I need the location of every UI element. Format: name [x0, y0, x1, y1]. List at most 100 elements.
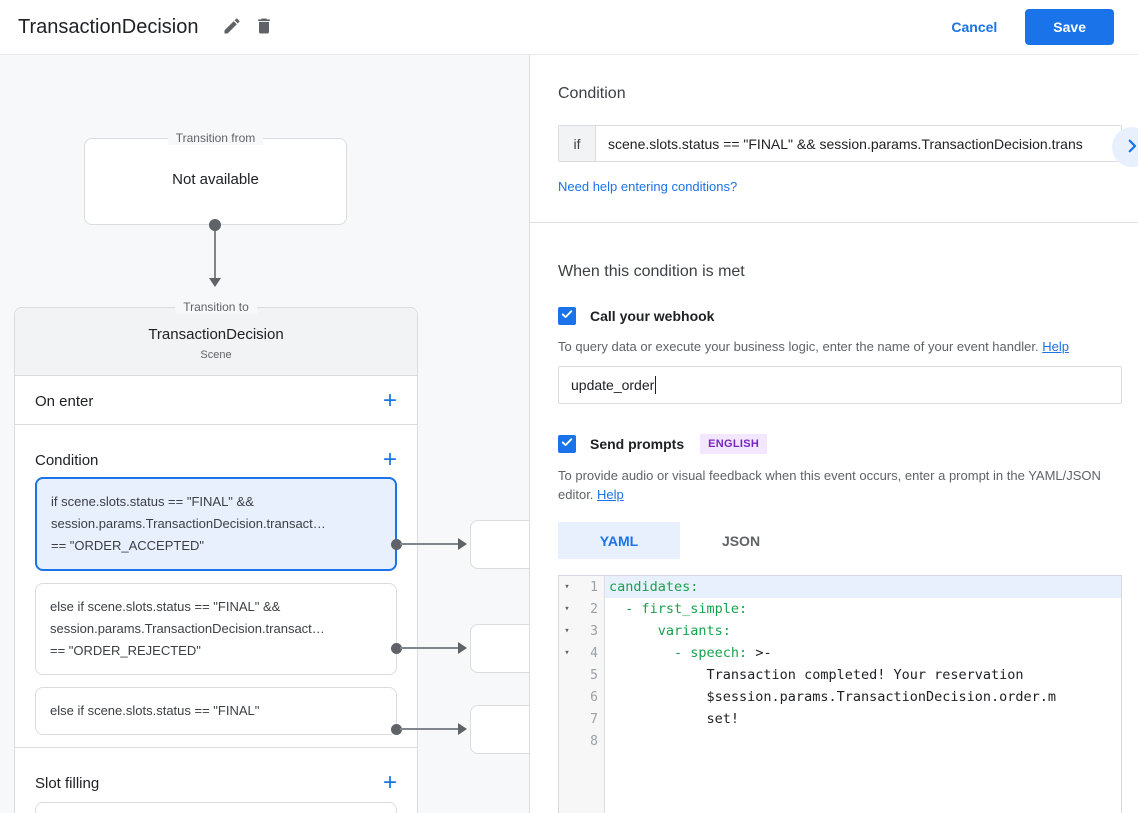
transition-target-box[interactable] — [470, 705, 529, 754]
yaml-text-token — [609, 623, 658, 639]
tab-yaml[interactable]: YAML — [558, 522, 680, 559]
slot-filling-label: Slot filling — [35, 774, 100, 792]
yaml-key-token: - first_simple: — [625, 601, 748, 617]
checkmark-icon — [560, 307, 574, 326]
gutter-row: ▾2 — [559, 598, 604, 620]
fold-arrow-icon[interactable]: ▾ — [564, 604, 570, 614]
transition-to-legend: Transition to — [175, 300, 257, 314]
chevron-right-icon — [1123, 137, 1138, 158]
if-prefix-label: if — [559, 126, 596, 161]
scene-diagram-canvas: Transition from Not available Transition… — [0, 55, 530, 813]
panel-condition-heading: Condition — [558, 85, 626, 102]
line-number: 1 — [590, 579, 598, 595]
connector-dot — [209, 219, 221, 231]
condition-card-line: == "ORDER_REJECTED" — [50, 643, 201, 658]
send-prompts-checkbox[interactable] — [558, 435, 576, 453]
gutter-row: ▾3 — [559, 620, 604, 642]
add-condition-button[interactable]: + — [382, 446, 397, 473]
on-enter-label: On enter — [35, 392, 94, 410]
transition-target-box[interactable] — [470, 520, 529, 569]
save-button[interactable]: Save — [1025, 9, 1114, 45]
condition-expression-row: if scene.slots.status == "FINAL" && sess… — [558, 125, 1122, 162]
connector-line — [400, 543, 462, 545]
gutter-row: 5 — [559, 664, 604, 686]
gutter-row: 6 — [559, 686, 604, 708]
edit-button[interactable] — [216, 10, 248, 45]
condition-card-line: else if scene.slots.status == "FINAL" — [50, 703, 260, 718]
webhook-helper-text: To query data or execute your business l… — [558, 337, 1118, 356]
add-on-enter-button[interactable]: + — [382, 387, 397, 414]
editor-code-area[interactable]: candidates: - first_simple: variants: - … — [605, 576, 1121, 813]
yaml-text-token: $session.params.TransactionDecision.orde… — [609, 689, 1057, 705]
prompts-helper-body: To provide audio or visual feedback when… — [558, 468, 1101, 502]
condition-expression-input[interactable]: scene.slots.status == "FINAL" && session… — [608, 135, 1083, 152]
tab-json[interactable]: JSON — [680, 522, 802, 559]
condition-card-line: session.params.TransactionDecision.trans… — [50, 621, 325, 636]
connector-arrowhead-icon — [458, 538, 467, 550]
section-divider — [15, 747, 417, 748]
transition-from-box[interactable]: Transition from Not available — [84, 131, 347, 225]
line-number: 8 — [590, 733, 598, 749]
condition-card[interactable]: if scene.slots.status == "FINAL" && sessi… — [35, 477, 397, 571]
call-webhook-checkbox[interactable] — [558, 307, 576, 325]
trash-icon — [254, 16, 274, 39]
connector-dot — [391, 643, 402, 654]
condition-help-link[interactable]: Need help entering conditions? — [558, 179, 738, 194]
yaml-text-token: set! — [609, 711, 740, 727]
scene-name: TransactionDecision — [148, 326, 284, 343]
event-handler-input[interactable]: update_order — [558, 366, 1122, 404]
delete-button[interactable] — [248, 10, 280, 45]
cancel-button[interactable]: Cancel — [951, 19, 998, 35]
condition-card[interactable]: else if scene.slots.status == "FINAL" — [35, 687, 397, 735]
transition-from-legend: Transition from — [167, 131, 264, 145]
scene-header[interactable]: TransactionDecision Scene — [15, 308, 417, 376]
webhook-help-link[interactable]: Help — [1042, 339, 1069, 354]
condition-card-line: if scene.slots.status == "FINAL" && — [51, 494, 254, 509]
condition-label: Condition — [35, 451, 99, 469]
when-met-heading: When this condition is met — [558, 263, 745, 280]
section-condition: Condition + if scene.slots.status == "FI… — [15, 435, 417, 735]
code-line: variants: — [605, 620, 1121, 642]
gutter-row: 7 — [559, 708, 604, 730]
fold-arrow-icon[interactable]: ▾ — [564, 582, 570, 592]
yaml-text-token: Transaction completed! Your reservation — [609, 667, 1024, 683]
line-number: 7 — [590, 711, 598, 727]
pencil-icon — [222, 16, 242, 39]
transition-to-card: Transition to TransactionDecision Scene … — [14, 300, 418, 813]
transition-target-box[interactable] — [470, 624, 529, 673]
line-number: 3 — [590, 623, 598, 639]
condition-card-line: else if scene.slots.status == "FINAL" && — [50, 599, 281, 614]
call-webhook-label: Call your webhook — [590, 308, 715, 324]
section-gap — [15, 425, 417, 435]
page-title: TransactionDecision — [18, 15, 199, 38]
collapse-panel-button[interactable] — [1112, 127, 1138, 167]
section-slot-filling: Slot filling + Slot validation — [15, 758, 417, 813]
connector-line — [400, 647, 462, 649]
send-prompts-label: Send prompts — [590, 436, 685, 452]
connector-line — [400, 728, 462, 730]
panel-divider — [530, 222, 1138, 223]
prompts-help-link[interactable]: Help — [597, 487, 624, 502]
section-gap — [15, 748, 417, 758]
condition-card-list: if scene.slots.status == "FINAL" && sessi… — [15, 477, 417, 735]
slot-validation-card[interactable]: Slot validation — [35, 802, 397, 813]
fold-arrow-icon[interactable]: ▾ — [564, 648, 570, 658]
fold-arrow-icon[interactable]: ▾ — [564, 626, 570, 636]
code-line: Transaction completed! Your reservation — [605, 664, 1121, 686]
add-slot-button[interactable]: + — [382, 769, 397, 796]
transition-from-content: Not available — [172, 171, 259, 188]
event-handler-value: update_order — [571, 377, 655, 393]
gutter-row: 8 — [559, 730, 604, 752]
condition-editor-panel: Condition if scene.slots.status == "FINA… — [530, 55, 1138, 813]
condition-card[interactable]: else if scene.slots.status == "FINAL" &&… — [35, 583, 397, 675]
yaml-key-token: candidates: — [609, 579, 699, 595]
section-on-enter: On enter + — [15, 376, 417, 424]
yaml-text-token — [609, 601, 625, 617]
condition-card-line: == "ORDER_ACCEPTED" — [51, 538, 204, 553]
condition-card-line: session.params.TransactionDecision.trans… — [51, 516, 326, 531]
connector-dot — [391, 724, 402, 735]
text-caret — [655, 376, 657, 394]
gutter-row: ▾4 — [559, 642, 604, 664]
connector-arrowhead-icon — [209, 278, 221, 287]
